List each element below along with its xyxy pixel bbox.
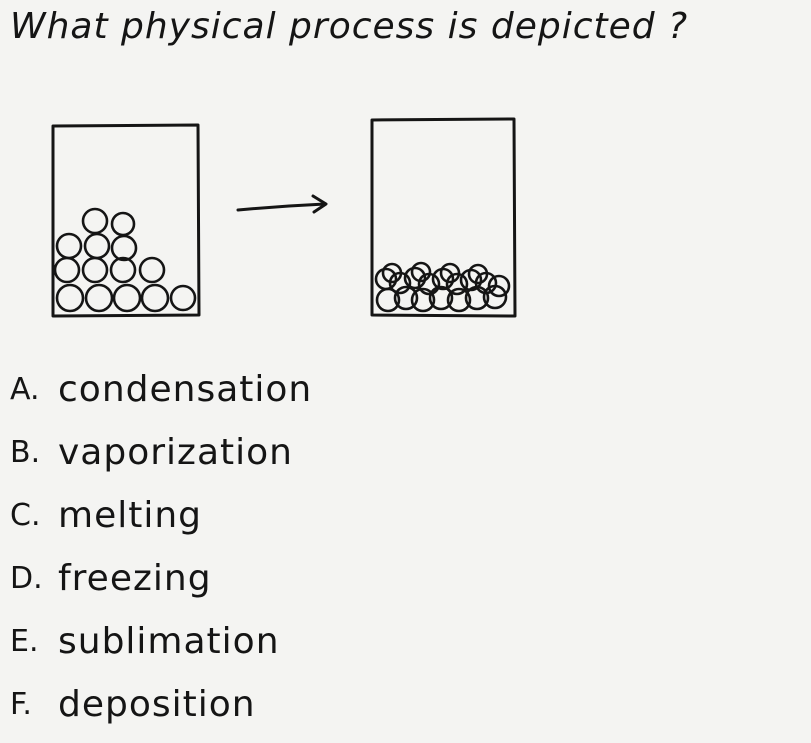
particle: [109, 256, 137, 284]
particle: [169, 284, 197, 312]
answer-options: A. condensation B. vaporization C. melti…: [10, 358, 312, 736]
option-label: melting: [58, 495, 203, 536]
question-text: What physical process is depicted ?: [10, 6, 689, 47]
option-f[interactable]: F. deposition: [10, 673, 312, 736]
option-letter: C.: [10, 498, 41, 533]
particle: [410, 261, 432, 283]
arrow-right-icon: [236, 194, 328, 214]
option-letter: D.: [10, 561, 43, 596]
particle: [403, 266, 427, 290]
particles-before: [53, 207, 197, 313]
option-c[interactable]: C. melting: [10, 484, 312, 547]
particle: [110, 211, 136, 237]
option-b[interactable]: B. vaporization: [10, 421, 312, 484]
container-before: [51, 123, 201, 318]
particle: [439, 262, 461, 284]
particle: [393, 285, 419, 311]
particle: [374, 267, 398, 291]
particle: [381, 262, 403, 284]
option-letter: F.: [10, 687, 32, 722]
particle: [445, 272, 469, 296]
particle: [84, 283, 114, 313]
particle: [81, 256, 109, 284]
option-d[interactable]: D. freezing: [10, 547, 312, 610]
option-label: freezing: [58, 558, 212, 599]
option-a[interactable]: A. condensation: [10, 358, 312, 421]
particle: [81, 207, 109, 235]
option-label: deposition: [58, 684, 256, 725]
particle: [138, 256, 166, 284]
particle: [55, 283, 85, 313]
option-letter: E.: [10, 624, 39, 659]
particle: [110, 234, 138, 262]
option-label: condensation: [58, 369, 313, 410]
particle: [140, 283, 170, 313]
particle: [487, 274, 511, 298]
particle: [410, 287, 436, 313]
particle: [467, 263, 489, 285]
particle: [83, 232, 111, 260]
particle: [428, 285, 454, 311]
particles-after: [374, 261, 511, 313]
option-e[interactable]: E. sublimation: [10, 610, 312, 673]
container-after: [370, 117, 517, 318]
particle: [446, 287, 472, 313]
option-letter: A.: [10, 372, 40, 407]
particle: [53, 256, 81, 284]
particle: [55, 232, 83, 260]
particle: [112, 283, 142, 313]
option-letter: B.: [10, 435, 41, 470]
option-label: sublimation: [58, 621, 280, 662]
option-label: vaporization: [58, 432, 293, 473]
